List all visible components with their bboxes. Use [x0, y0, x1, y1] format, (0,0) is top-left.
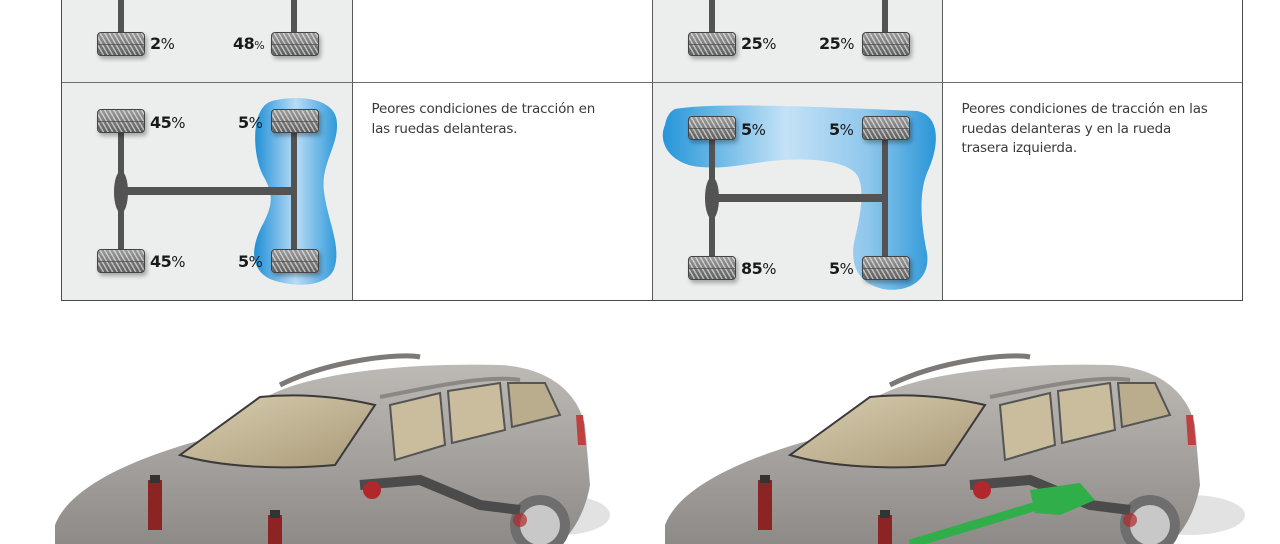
torque-diagram-right: 5% 5% 85% 5% — [652, 83, 942, 300]
drive-shaft — [713, 194, 885, 202]
suspension-spring-icon — [758, 475, 892, 544]
car-illustration-left — [0, 335, 640, 544]
wheel-percentage: 5% — [829, 120, 854, 139]
wheel-percentage: 2% — [150, 34, 175, 53]
differential — [705, 177, 719, 219]
wheel-percentage: 5% — [238, 252, 263, 271]
wheel-percentage: 25% — [819, 34, 855, 53]
axle-shaft — [291, 0, 297, 34]
low-traction-highlight — [662, 105, 936, 290]
wheel-percentage: 5% — [741, 120, 766, 139]
wheel-percentage: 25% — [741, 34, 777, 53]
tire-icon — [271, 32, 319, 56]
driveshaft-highlight-icon — [908, 483, 1095, 544]
tire-icon — [97, 249, 145, 273]
condition-description: Peores condiciones de tracción en las ru… — [351, 83, 652, 300]
tire-icon — [688, 32, 736, 56]
axle-shaft — [882, 0, 888, 34]
condition-description — [941, 0, 1242, 82]
axle-shaft — [882, 123, 888, 273]
car-illustration-right — [620, 335, 1280, 544]
wheel-percentage: 45% — [150, 252, 186, 271]
torque-diagram-left: 45% 5% 45% 5% — [62, 83, 352, 300]
axle-shaft — [118, 0, 124, 34]
torque-diagram-right: 25% 25% — [652, 0, 942, 82]
tire-icon — [688, 116, 736, 140]
tire-icon — [97, 32, 145, 56]
tire-icon — [271, 249, 319, 273]
axle-shaft — [291, 117, 297, 267]
table-row: 2% 48% 25% 25% — [62, 0, 1242, 82]
drive-shaft — [122, 187, 294, 195]
tire-icon — [862, 116, 910, 140]
car-cutaway-image — [665, 353, 1245, 544]
condition-description: Peores condiciones de tracción en las ru… — [941, 83, 1242, 300]
car-cutaway-image — [55, 353, 610, 544]
axle-shaft — [709, 0, 715, 34]
tire-icon — [97, 109, 145, 133]
wheel-percentage: 45% — [150, 113, 186, 132]
tire-icon — [862, 32, 910, 56]
traction-distribution-table: 2% 48% 25% 25% — [61, 0, 1243, 301]
table-row: 45% 5% 45% 5% Peores condiciones de trac… — [62, 82, 1242, 300]
tire-icon — [862, 256, 910, 280]
differential — [114, 171, 128, 213]
wheel-percentage: 48% — [233, 34, 265, 53]
wheel-percentage: 5% — [238, 113, 263, 132]
wheel-percentage: 85% — [741, 259, 777, 278]
condition-description — [351, 0, 652, 82]
torque-diagram-left: 2% 48% — [62, 0, 352, 82]
wheel-percentage: 5% — [829, 259, 854, 278]
tire-icon — [271, 109, 319, 133]
tire-icon — [688, 256, 736, 280]
suspension-spring-icon — [148, 475, 282, 544]
